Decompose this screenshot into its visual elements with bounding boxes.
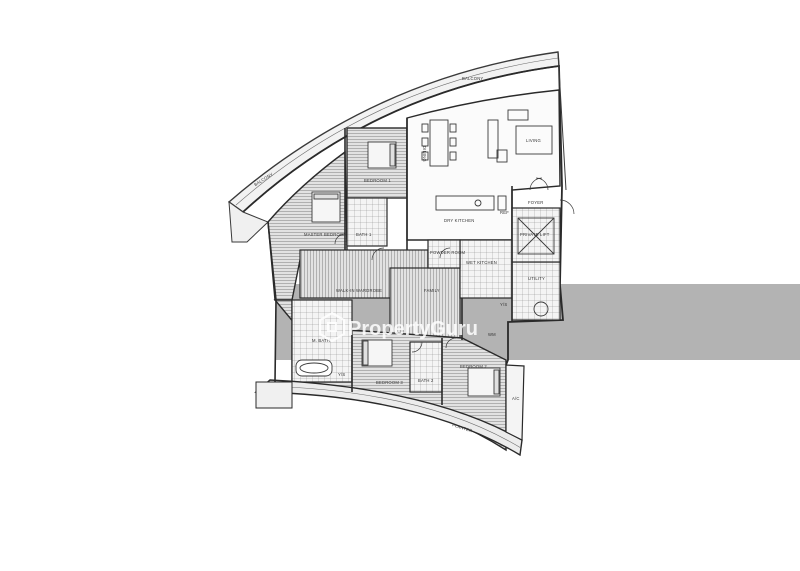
living-furniture [487, 109, 553, 163]
label-wm: WM [488, 332, 496, 337]
label-ac: A/C [512, 396, 520, 401]
washer [533, 301, 549, 317]
floor-utility [511, 261, 561, 321]
label-dry-kitchen: DRY KITCHEN [444, 218, 474, 223]
bed-master [311, 191, 341, 223]
dining-table [421, 119, 457, 167]
outer-wall-top [242, 64, 564, 366]
floor-powder-room [427, 239, 461, 269]
balcony-left [228, 200, 269, 243]
label-ys-2: Y/S [338, 372, 345, 377]
label-bedroom-3: BEDROOM 3 [376, 380, 403, 385]
bathtub [295, 359, 333, 377]
label-bedroom-1: BEDROOM 1 [364, 178, 391, 183]
label-powder-room: POWDER ROOM [430, 250, 466, 255]
bed-bedroom-3 [361, 339, 393, 367]
balcony-lower-left [255, 381, 293, 409]
label-ref: REF [500, 210, 509, 215]
label-planter: PLANTER [452, 422, 473, 433]
label-private-lift: PRIVATE LIFT [520, 232, 550, 237]
svg-text:PropertyGuru: PropertyGuru [348, 318, 478, 340]
label-living: LIVING [526, 138, 541, 143]
floor-bath-2 [409, 341, 443, 393]
label-walk-in-wardrobe: WALK-IN WARDROBE [336, 288, 382, 293]
door-swings [334, 177, 575, 353]
label-master-bath: M. BATH [312, 338, 330, 343]
bed-bedroom-2 [467, 367, 501, 397]
label-wet-kitchen: WET KITCHEN [466, 260, 497, 265]
ac-ledge [505, 364, 525, 441]
label-master-bedroom: MASTER BEDROOM [304, 232, 347, 237]
propertyguru-logo-icon [318, 311, 346, 343]
label-bath-1: BATH 1 [356, 232, 372, 237]
label-dining: DINING [422, 146, 427, 162]
label-foyer: FOYER [528, 200, 543, 205]
bed-bedroom-1 [367, 141, 397, 169]
interior-walls [344, 118, 513, 405]
label-ys-1: Y/S [500, 302, 507, 307]
label-balcony-top: BALCONY [462, 76, 483, 81]
propertyguru-watermark: PropertyGuru [318, 311, 478, 343]
label-bath-2: BATH 2 [418, 378, 434, 383]
lift-car [517, 217, 555, 255]
label-bedroom-2: BEDROOM 2 [460, 364, 487, 369]
floor-private-lift [511, 207, 561, 263]
label-family: FAMILY [424, 288, 440, 293]
floor-wet-kitchen [459, 239, 513, 299]
kitchen-island [435, 195, 507, 211]
label-utility: UTILITY [528, 276, 545, 281]
floor-bath-1 [346, 197, 388, 247]
